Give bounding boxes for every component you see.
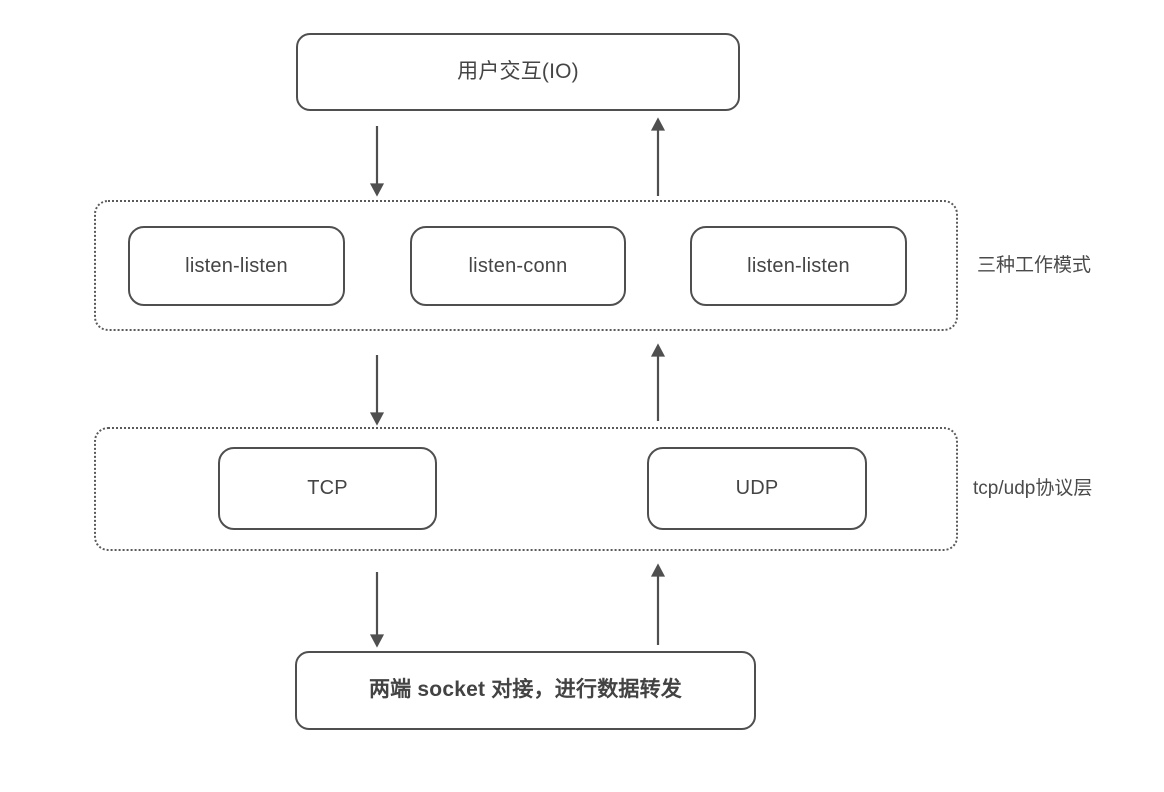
node-protocol-tcp: TCP (218, 447, 437, 530)
node-mode-listen-listen-2-label: listen-listen (747, 254, 850, 277)
group-working-modes-caption: 三种工作模式 (977, 255, 1092, 276)
node-socket-forwarding: 两端 socket 对接，进行数据转发 (295, 651, 756, 730)
group-protocol-layer (94, 427, 958, 551)
node-socket-forwarding-label: 两端 socket 对接，进行数据转发 (368, 678, 682, 702)
group-protocol-layer-caption: tcp/udp协议层 (973, 478, 1093, 499)
node-protocol-udp-label: UDP (735, 477, 779, 499)
node-protocol-udp: UDP (647, 447, 867, 530)
node-protocol-tcp-label: TCP (307, 477, 348, 499)
node-mode-listen-listen-1: listen-listen (128, 226, 345, 306)
node-user-interaction-io-label: 用户交互(IO) (457, 59, 579, 83)
node-mode-listen-listen-2: listen-listen (690, 226, 907, 306)
group-working-modes (94, 200, 958, 331)
node-mode-listen-conn: listen-conn (410, 226, 626, 306)
node-mode-listen-conn-label: listen-conn (468, 254, 568, 277)
node-user-interaction-io: 用户交互(IO) (296, 33, 740, 111)
node-mode-listen-listen-1-label: listen-listen (185, 254, 288, 277)
